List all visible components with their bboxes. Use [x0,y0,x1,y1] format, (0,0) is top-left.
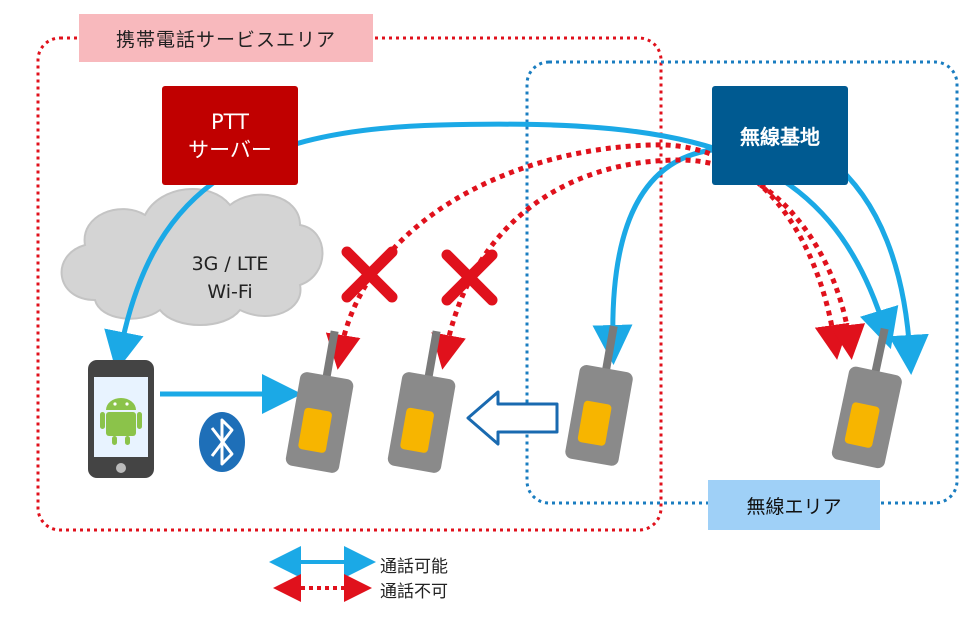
legend-ok-label: 通話可能 [380,557,448,577]
cloud-label: 3G / LTE Wi-Fi [150,250,310,306]
ptt-server-line1: PTT [211,109,249,134]
ptt-server-box: PTT サーバー [162,86,298,185]
ok-arc-base-to-radio4 [828,158,929,375]
ptt-server-line2: サーバー [188,137,272,162]
cloud-line2: Wi-Fi [207,281,253,303]
legend-ng-label: 通話不可 [380,582,448,602]
radio-3 [565,325,633,466]
radio-2 [387,330,456,473]
cloud-line1: 3G / LTE [191,253,269,275]
bluetooth-icon [199,412,245,472]
base-station-box: 無線基地 [712,86,848,185]
ok-arc-server-to-phone [104,121,899,372]
ok-arc-base-to-radio3 [592,147,713,365]
mobile-area-label: 携帯電話サービスエリア [79,14,373,62]
radio-1 [285,330,354,473]
smartphone [88,360,154,478]
wireless-area-label: 無線エリア [708,480,880,530]
blocked-x-mark-2 [441,249,498,306]
relay-hollow-arrow [466,390,559,446]
android-icon [100,398,142,445]
blocked-x-mark-1 [341,246,398,303]
radio-4 [831,327,902,469]
